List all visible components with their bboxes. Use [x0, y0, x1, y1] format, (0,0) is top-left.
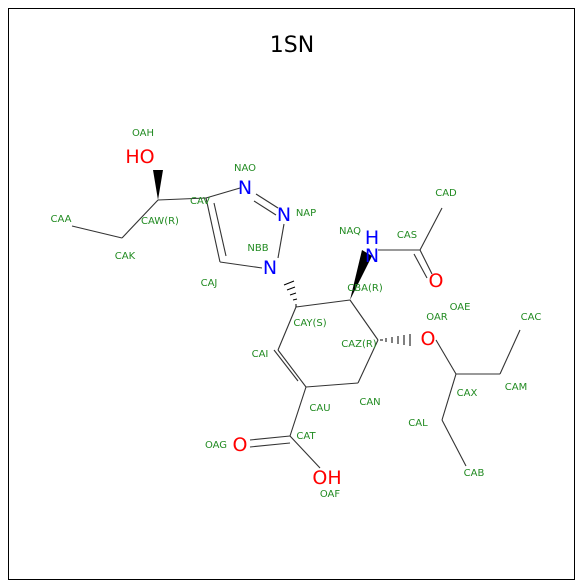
wedge-caw-oah: [153, 170, 163, 200]
wedge-cba-naq: [350, 250, 372, 300]
bonds: [71, 187, 521, 469]
bond-nao-nap-double: [253, 200, 277, 216]
atom-label-cau: CAU: [309, 403, 330, 414]
bond-nao-nap: [255, 193, 279, 209]
hydrogen-naq-symbol: H: [365, 227, 379, 249]
atom-label-caw: CAW(R): [141, 216, 179, 227]
atom-label-oar: OAR: [426, 312, 448, 323]
atom-label-nap: NAP: [296, 208, 316, 219]
atom-label-cas: CAS: [397, 230, 417, 241]
atom-label-cad: CAD: [435, 188, 457, 199]
bond-cau-cai: [277, 349, 307, 388]
oxygen-oar-symbol: O: [421, 328, 436, 350]
bond-caz-can: [357, 339, 379, 384]
bond-cam-cac: [499, 329, 521, 375]
atom-label-cai: CAI: [252, 349, 269, 360]
bond-cba-caz: [349, 299, 379, 341]
atom-label-nbb: NBB: [247, 243, 268, 254]
nitrogen-nap-symbol: N: [277, 204, 291, 226]
atom-label-cay: CAY(S): [293, 318, 326, 329]
oxygen-oae-symbol: O: [429, 270, 444, 292]
oxygen-oah-symbol: HO: [125, 146, 154, 168]
nitrogen-nbb-symbol: N: [263, 257, 277, 279]
atom-label-oah: OAH: [132, 128, 154, 139]
atom-label-cba: CBA(R): [347, 283, 383, 294]
bond-cat-oag-double: [249, 442, 291, 448]
bond-cau-cat: [289, 386, 307, 437]
atom-label-cac: CAC: [521, 312, 542, 323]
bond-cai-cay: [277, 306, 297, 351]
bond-cau-cai-double: [273, 349, 299, 382]
bond-cav-caj: [205, 197, 221, 263]
bond-cas-cad: [419, 207, 443, 251]
element-symbols: HO N N N H N O O O OH: [125, 146, 443, 489]
atom-label-caj: CAJ: [201, 278, 218, 289]
bond-cas-oae: [419, 249, 433, 275]
bond-can-cau: [305, 382, 359, 388]
atom-label-oaf: OAF: [320, 489, 341, 500]
atom-label-caz: CAZ(R): [341, 339, 377, 350]
diagram-title: 1SN: [270, 33, 314, 58]
bond-cav-caj-double: [213, 202, 227, 257]
bond-cay-cba: [295, 299, 351, 308]
atom-label-can: CAN: [359, 397, 380, 408]
atom-label-cab: CAB: [464, 468, 485, 479]
bond-caw-cav: [157, 197, 207, 201]
bond-cax-cal: [441, 373, 457, 421]
bond-oar-cax: [435, 339, 457, 375]
bond-caj-nbb: [219, 261, 263, 269]
atom-labels: OAH CAA CAK CAW(R) CAV NAO NAP NBB CAJ N…: [51, 128, 542, 500]
atom-label-caa: CAA: [51, 214, 72, 225]
atom-label-oae: OAE: [450, 302, 471, 313]
bond-cal-cab: [441, 419, 467, 467]
atom-label-cak: CAK: [115, 251, 136, 262]
hydroxyl-oaf-symbol: OH: [312, 467, 341, 489]
bond-cav-nao: [205, 187, 241, 199]
bond-cat-oaf: [289, 435, 321, 469]
nitrogen-nao-symbol: N: [238, 177, 252, 199]
nitrogen-naq-symbol: N: [365, 245, 379, 267]
atom-label-cav: CAV: [190, 196, 210, 207]
atom-label-naq: NAQ: [339, 226, 361, 237]
atom-label-cal: CAL: [408, 418, 428, 429]
atom-label-nao: NAO: [234, 163, 256, 174]
bond-cak-caw: [121, 199, 159, 239]
atom-label-cax: CAX: [457, 388, 478, 399]
bond-caa-cak: [71, 225, 123, 239]
atom-label-oag: OAG: [205, 440, 227, 451]
bond-cat-oag: [249, 435, 291, 441]
atom-label-cam: CAM: [505, 382, 527, 393]
hash-cay-nbb: [283, 280, 298, 307]
hash-caz-oar: [380, 334, 411, 346]
bond-cas-oae-double: [413, 253, 428, 279]
bond-nbb-nap: [277, 223, 285, 259]
oxygen-oag-symbol: O: [233, 434, 248, 456]
atom-label-cat: CAT: [296, 431, 316, 442]
